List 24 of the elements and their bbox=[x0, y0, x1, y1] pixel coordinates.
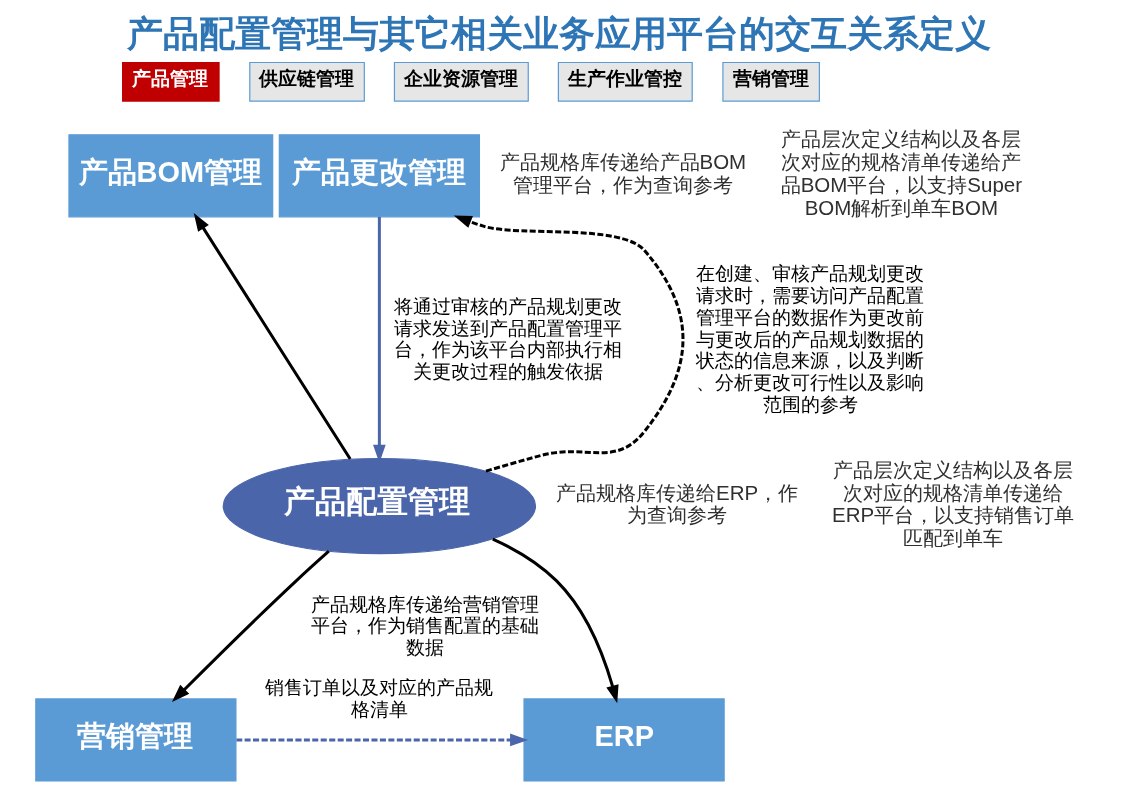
node-box: 产品管理 bbox=[121, 61, 220, 102]
node-box: 营销管理 bbox=[34, 698, 237, 782]
edge-label: 产品规格库传递给营销管理平台，作为销售配置的基础数据 bbox=[310, 593, 539, 659]
node-box: 供应链管理 bbox=[248, 61, 365, 102]
edge-label: 销售订单以及对应的产品规格清单 bbox=[264, 676, 493, 720]
label: 产品规格库传递给产品BOM管理平台，作为查询参考 bbox=[499, 150, 746, 197]
node-box: 产品更改管理 bbox=[278, 134, 480, 218]
arrow bbox=[235, 733, 528, 747]
arrow bbox=[171, 550, 330, 703]
node-box: 生产作业管控 bbox=[557, 61, 693, 102]
node-box: 企业资源管理 bbox=[393, 61, 529, 102]
arrow bbox=[491, 537, 619, 704]
label: 产品层次定义结构以及各层次对应的规格清单传递给ERP平台，以支持销售订单匹配到单车 bbox=[831, 457, 1074, 550]
label: 产品层次定义结构以及各层次对应的规格清单传递给产品BOM平台，以支持Super BOM解析到单车BOM bbox=[780, 127, 1022, 220]
node-box: ERP bbox=[522, 698, 725, 782]
node-box: 营销管理 bbox=[721, 61, 820, 102]
arrow bbox=[193, 213, 351, 460]
label: 产品规格库传递给ERP，作为查询参考 bbox=[555, 480, 798, 527]
node-ellipse: 产品配置管理 bbox=[222, 457, 536, 555]
diagram-title: 产品配置管理与其它相关业务应用平台的交互关系定义 bbox=[126, 12, 991, 54]
edge-label: 在创建、审核产品规划更改请求时，需要访问产品配置管理平台的数据作为更改前与更改后的产品规划数据的状态的信息来源，以及判断、分析更改可行性以及影响范围的参考 bbox=[695, 263, 924, 415]
node-box: 产品BOM管理 bbox=[67, 134, 273, 218]
edge-label: 将通过审核的产品规划更改请求发送到产品配置管理平台，作为该平台内部执行相关更改过程的触发依据 bbox=[393, 295, 622, 383]
arrow bbox=[453, 215, 684, 473]
